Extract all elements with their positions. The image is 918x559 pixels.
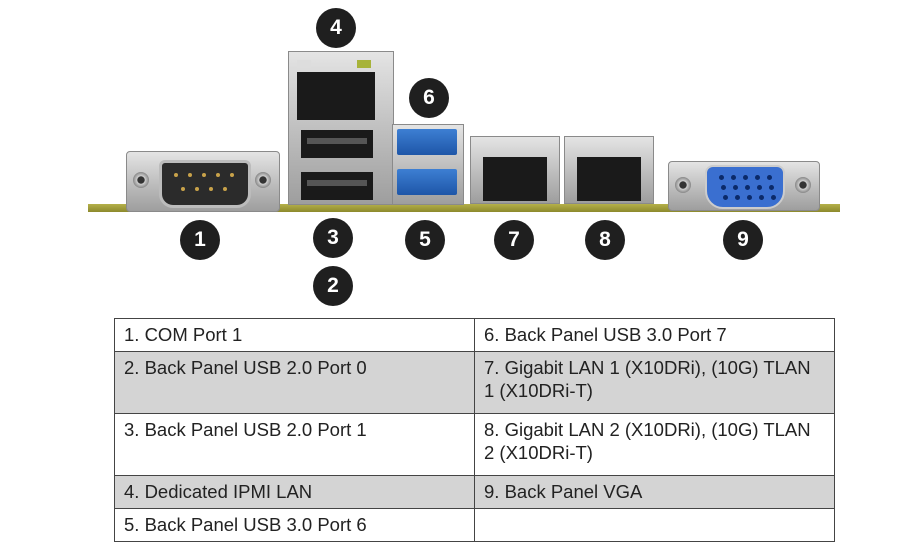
table-cell: 1. COM Port 1 [114, 318, 475, 352]
table-cell: 7. Gigabit LAN 1 (X10DRi), (10G) TLAN 1 … [474, 351, 835, 414]
port-legend-table: 1. COM Port 1 6. Back Panel USB 3.0 Port… [114, 318, 835, 542]
callout-8: 8 [585, 220, 625, 260]
ipmi-usb2-stack [288, 51, 394, 205]
table-row: 2. Back Panel USB 2.0 Port 0 7. Gigabit … [114, 351, 835, 414]
usb2-port-0 [301, 172, 373, 200]
callout-6: 6 [409, 78, 449, 118]
callout-9: 9 [723, 220, 763, 260]
callout-3: 3 [313, 218, 353, 258]
callout-2: 2 [313, 266, 353, 306]
usb3-stack [392, 124, 464, 205]
usb3-port-7 [397, 129, 457, 155]
screw-icon [675, 177, 691, 193]
pcb-edge [88, 204, 840, 212]
callout-4: 4 [316, 8, 356, 48]
table-row: 5. Back Panel USB 3.0 Port 6 [114, 508, 835, 542]
ipmi-lan-port [297, 72, 375, 120]
callout-5: 5 [405, 220, 445, 260]
table-cell: 2. Back Panel USB 2.0 Port 0 [114, 351, 475, 414]
table-cell: 3. Back Panel USB 2.0 Port 1 [114, 413, 475, 476]
table-row: 3. Back Panel USB 2.0 Port 1 8. Gigabit … [114, 413, 835, 476]
lan2-port [564, 136, 654, 204]
screw-icon [795, 177, 811, 193]
vga-port-connector [668, 161, 820, 211]
table-cell: 5. Back Panel USB 3.0 Port 6 [114, 508, 475, 542]
usb3-port-6 [397, 169, 457, 195]
screw-icon [133, 172, 149, 188]
usb2-port-1 [301, 130, 373, 158]
table-cell: 4. Dedicated IPMI LAN [114, 475, 475, 509]
callout-1: 1 [180, 220, 220, 260]
lan1-port [470, 136, 560, 204]
table-row: 1. COM Port 1 6. Back Panel USB 3.0 Port… [114, 318, 835, 352]
table-cell [474, 508, 835, 542]
callout-7: 7 [494, 220, 534, 260]
screw-icon [255, 172, 271, 188]
table-cell: 8. Gigabit LAN 2 (X10DRi), (10G) TLAN 2 … [474, 413, 835, 476]
com-port-connector [126, 151, 280, 212]
table-cell: 9. Back Panel VGA [474, 475, 835, 509]
table-row: 4. Dedicated IPMI LAN 9. Back Panel VGA [114, 475, 835, 509]
table-cell: 6. Back Panel USB 3.0 Port 7 [474, 318, 835, 352]
